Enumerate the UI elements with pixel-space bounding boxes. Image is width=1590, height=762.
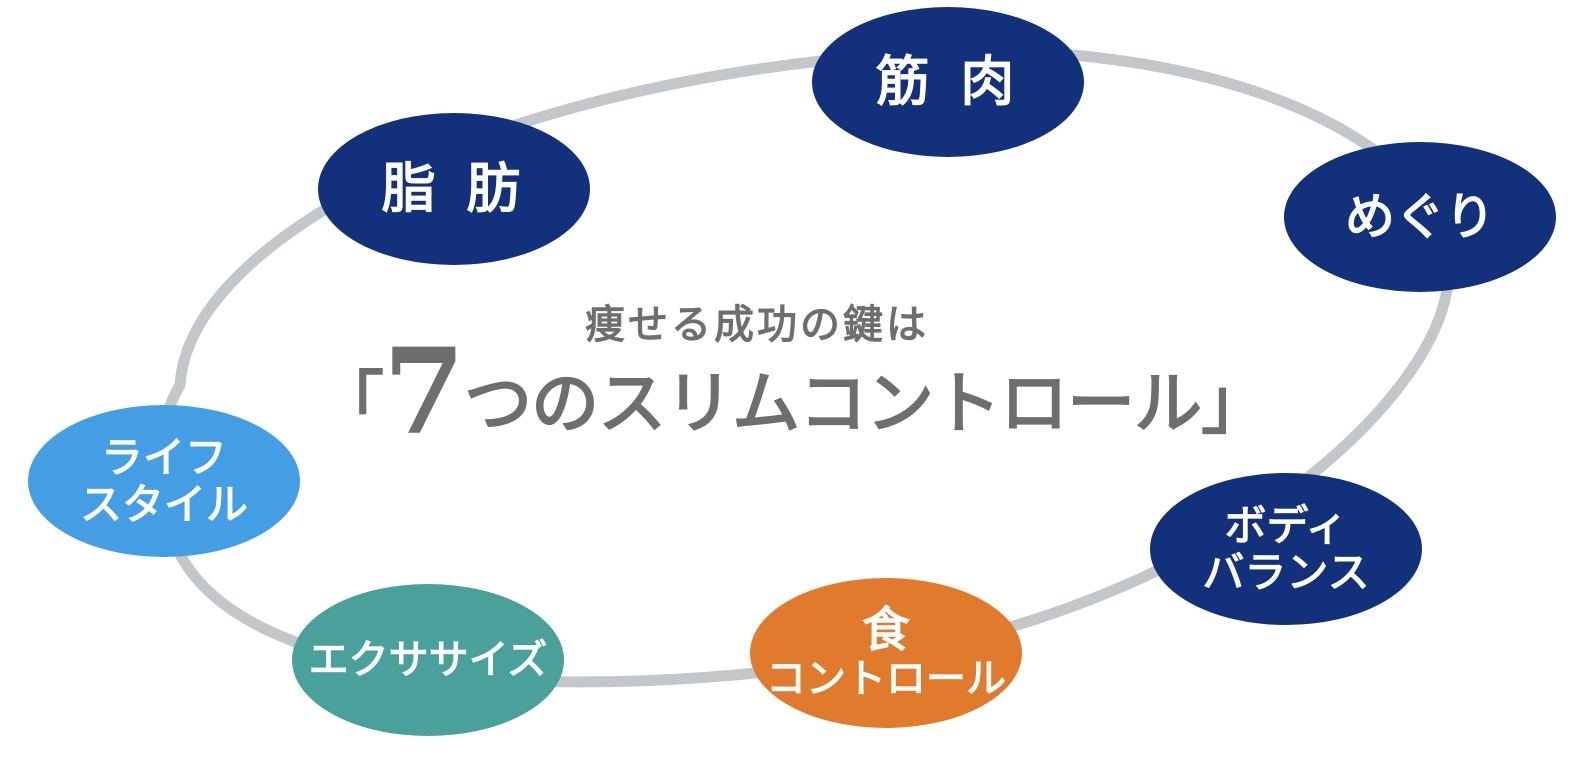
node-body-balance-line2: バランス [1202,548,1370,597]
node-circulation-label: めぐり [1345,188,1495,246]
node-lifestyle-line1: ライフ [100,432,227,482]
node-food-control: 食 コントロール [750,578,1022,728]
node-lifestyle-line2: スタイル [79,480,248,529]
node-circulation: めぐり [1284,142,1556,292]
diagram-subtitle: 痩せる成功の鍵は [585,301,929,348]
node-body-balance: ボディ バランス [1150,473,1422,625]
node-exercise-label: エクササイズ [308,636,548,683]
title-text: つのスリムコントロール [464,364,1202,444]
node-muscle: 筋 肉 [812,7,1084,157]
node-food-control-line2: コントロール [766,656,1006,703]
title-number: 7 [383,322,465,461]
title-close-bracket: 」 [1201,364,1269,444]
node-fat: 脂 肪 [318,113,590,265]
node-exercise: エクササイズ [292,584,564,736]
diagram-title: 「7つのスリムコントロール」 [316,322,1269,461]
node-lifestyle: ライフ スタイル [28,405,300,557]
node-muscle-label: 筋 肉 [875,49,1021,113]
cycle-ring [153,45,1454,688]
node-fat-label: 脂 肪 [381,156,527,220]
node-body-balance-line1: ボディ [1224,500,1348,550]
node-food-control-line1: 食 [861,601,910,658]
title-open-bracket: 「 [316,364,384,444]
